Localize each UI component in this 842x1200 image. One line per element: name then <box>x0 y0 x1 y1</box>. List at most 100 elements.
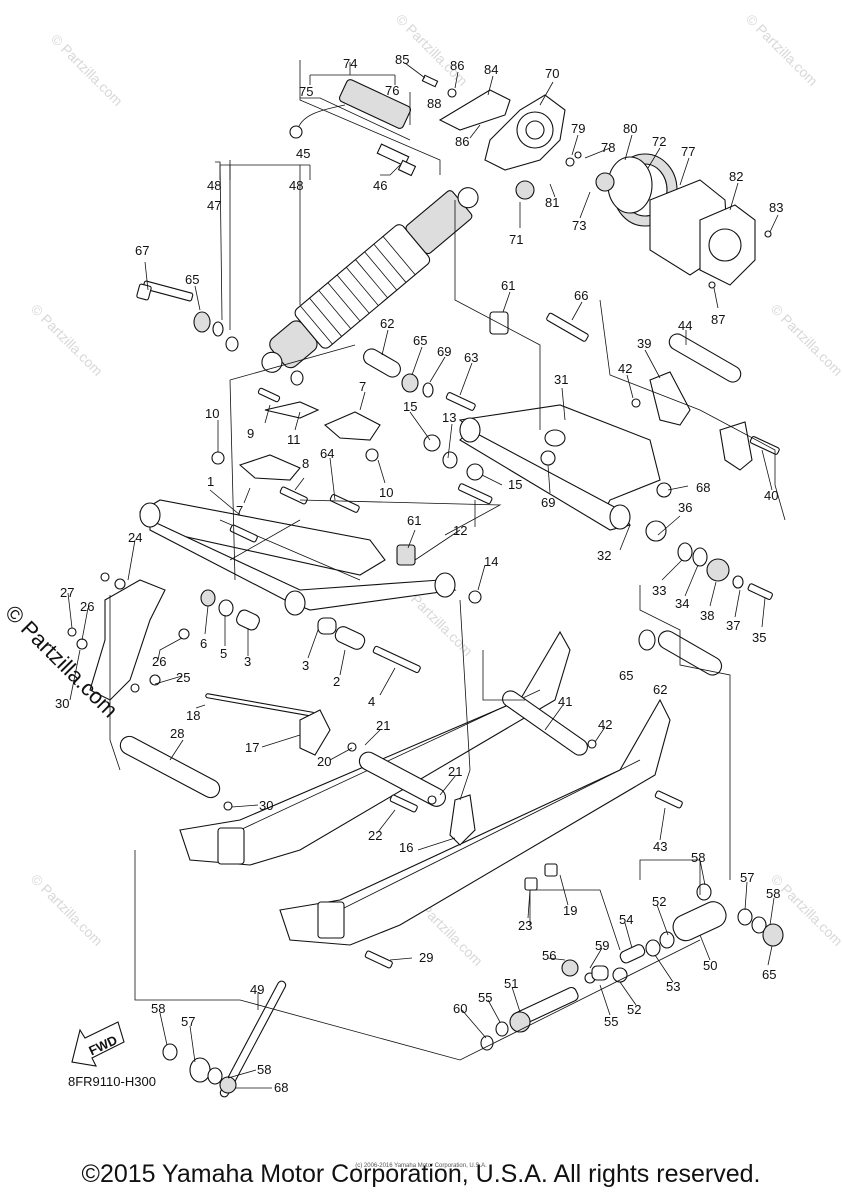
part-label-6: 6 <box>200 636 207 651</box>
part-label-58b: 58 <box>766 886 780 901</box>
part-label-15a: 15 <box>403 399 417 414</box>
part-label-30a: 30 <box>55 696 69 711</box>
part-label-75: 75 <box>299 84 313 99</box>
part-label-55a: 55 <box>478 990 492 1005</box>
part-number-labels: 74 85 86 84 70 75 76 88 86 79 80 72 78 7… <box>55 52 783 1095</box>
part-label-38: 38 <box>700 608 714 623</box>
part-label-44: 44 <box>678 318 692 333</box>
part-label-65b: 65 <box>413 333 427 348</box>
part-label-42a: 42 <box>618 361 632 376</box>
part-label-29: 29 <box>419 950 433 965</box>
part-label-54: 54 <box>619 912 633 927</box>
part-label-8: 8 <box>302 456 309 471</box>
watermark: © Partzilla.com <box>743 11 821 89</box>
part-label-23: 23 <box>518 918 532 933</box>
part-label-67: 67 <box>135 243 149 258</box>
part-label-11: 11 <box>287 432 301 447</box>
part-label-19: 19 <box>563 903 577 918</box>
part-label-45: 45 <box>296 146 310 161</box>
part-label-51: 51 <box>504 976 518 991</box>
watermark: © Partzilla.com <box>48 31 126 109</box>
part-label-21a: 21 <box>376 718 390 733</box>
part-label-36: 36 <box>678 500 692 515</box>
part-label-82: 82 <box>729 169 743 184</box>
part-label-64: 64 <box>320 446 334 461</box>
part-label-7b: 7 <box>236 503 243 518</box>
part-label-13: 13 <box>442 410 456 425</box>
part-label-24: 24 <box>128 530 142 545</box>
part-label-40: 40 <box>764 488 778 503</box>
part-label-68a: 68 <box>696 480 710 495</box>
part-label-80: 80 <box>623 121 637 136</box>
part-label-79: 79 <box>571 121 585 136</box>
part-label-31: 31 <box>554 372 568 387</box>
part-label-53: 53 <box>666 979 680 994</box>
assembly-outlines <box>109 60 786 1061</box>
part-label-76: 76 <box>385 83 399 98</box>
part-label-12: 12 <box>453 523 467 538</box>
part-label-32: 32 <box>597 548 611 563</box>
part-label-58d: 58 <box>257 1062 271 1077</box>
part-label-48a: 48 <box>207 178 221 193</box>
rear-shaft-hardware <box>162 883 784 1098</box>
part-label-39: 39 <box>637 336 651 351</box>
part-label-27: 27 <box>60 585 74 600</box>
part-label-35: 35 <box>752 630 766 645</box>
part-label-68b: 68 <box>274 1080 288 1095</box>
watermark: © Partzilla.com <box>768 301 842 379</box>
part-label-10a: 10 <box>205 406 219 421</box>
part-label-65a: 65 <box>185 272 199 287</box>
part-label-78: 78 <box>601 140 615 155</box>
copyright-notice: ©2015 Yamaha Motor Corporation, U.S.A. A… <box>81 1160 761 1188</box>
part-label-65d: 65 <box>762 967 776 982</box>
part-label-74: 74 <box>343 56 357 71</box>
part-label-69a: 69 <box>437 344 451 359</box>
part-label-61b: 61 <box>407 513 421 528</box>
part-label-65c: 65 <box>619 668 633 683</box>
part-label-60: 60 <box>453 1001 467 1016</box>
watermark: © Partzilla.com <box>28 871 106 949</box>
part-label-88: 88 <box>427 96 441 111</box>
part-label-86: 86 <box>450 58 464 73</box>
part-label-10b: 10 <box>379 485 393 500</box>
part-label-16: 16 <box>399 840 413 855</box>
part-label-58a: 58 <box>691 850 705 865</box>
part-label-5: 5 <box>220 646 227 661</box>
fwd-arrow-icon: FWD <box>71 1021 125 1067</box>
part-label-34: 34 <box>675 596 689 611</box>
part-label-66: 66 <box>574 288 588 303</box>
part-label-84: 84 <box>484 62 498 77</box>
part-label-63: 63 <box>464 350 478 365</box>
part-label-37: 37 <box>726 618 740 633</box>
part-label-49: 49 <box>250 982 264 997</box>
part-label-30b: 30 <box>259 798 273 813</box>
part-label-26b: 26 <box>152 654 166 669</box>
watermark: © Partzilla.com <box>393 11 471 89</box>
part-label-62b: 62 <box>653 682 667 697</box>
part-label-58c: 58 <box>151 1001 165 1016</box>
part-label-48b: 48 <box>289 178 303 193</box>
part-label-71: 71 <box>509 232 523 247</box>
part-label-17: 17 <box>245 740 259 755</box>
part-label-46: 46 <box>373 178 387 193</box>
part-label-85: 85 <box>395 52 409 67</box>
diagram-code: 8FR9110-H300 <box>68 1074 156 1089</box>
part-label-56: 56 <box>542 948 556 963</box>
small-copyright: (c) 2006-2016 Yamaha Motor Corporation, … <box>355 1163 487 1169</box>
part-label-73: 73 <box>572 218 586 233</box>
part-label-47: 47 <box>207 198 221 213</box>
part-label-83: 83 <box>769 200 783 215</box>
part-label-28: 28 <box>170 726 184 741</box>
part-label-62a: 62 <box>380 316 394 331</box>
part-label-20: 20 <box>317 754 331 769</box>
watermark: © Partzilla.com <box>28 301 106 379</box>
part-label-72: 72 <box>652 134 666 149</box>
watermarks: © Partzilla.com © Partzilla.com © Partzi… <box>28 11 842 969</box>
part-label-87: 87 <box>711 312 725 327</box>
part-label-70: 70 <box>545 66 559 81</box>
front-arm-assembly <box>139 401 482 616</box>
part-label-4: 4 <box>368 694 375 709</box>
shock-absorber-assembly <box>136 79 479 386</box>
part-label-69b: 69 <box>541 495 555 510</box>
